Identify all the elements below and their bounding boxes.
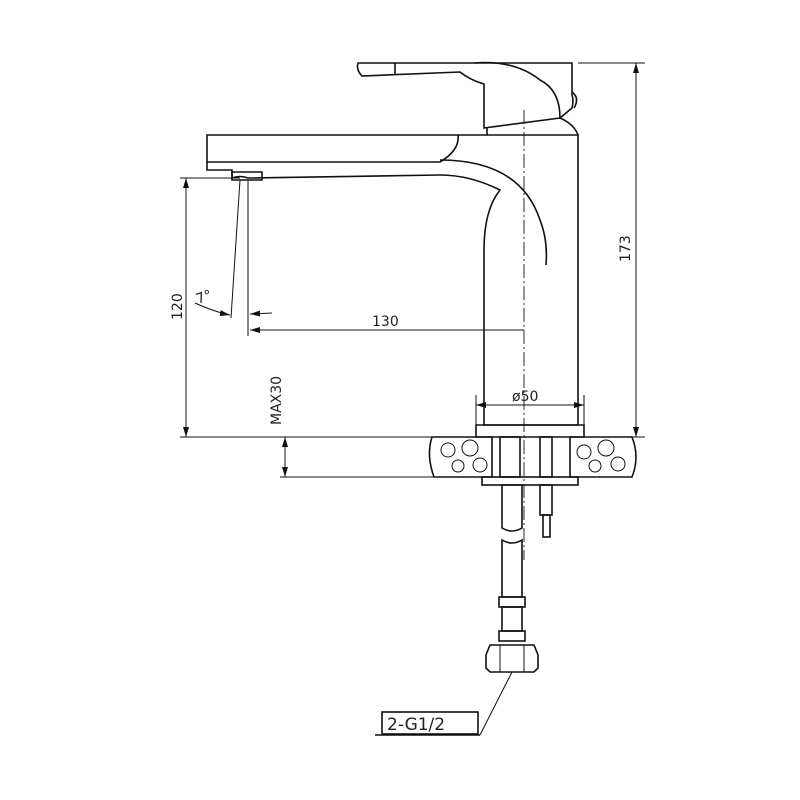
label-body-diameter: ø50 <box>512 389 538 405</box>
cartridge-dome <box>486 117 579 136</box>
label-spout-angle: 7° <box>194 287 214 307</box>
dimension-counter-thickness: MAX30 <box>269 376 288 477</box>
label-spout-height: 120 <box>170 293 186 320</box>
dimension-body-diameter: ø50 <box>475 389 585 425</box>
connection-callout: 2-G1/2 <box>375 671 513 736</box>
label-total-height: 173 <box>618 235 634 262</box>
countertop-section <box>180 436 645 478</box>
label-connection: 2-G1/2 <box>387 715 445 735</box>
dimension-total-height: 173 <box>578 62 645 437</box>
lever-handle <box>356 61 578 129</box>
dimension-spout-reach: 130 <box>250 314 524 333</box>
dimension-spout-angle: 7° <box>194 179 273 336</box>
spout <box>206 134 579 426</box>
dimension-spout-height: 120 <box>170 177 240 437</box>
label-counter-thickness: MAX30 <box>269 376 285 425</box>
base-flange <box>475 424 585 438</box>
braided-hose <box>485 484 539 673</box>
label-spout-reach: 130 <box>372 314 399 330</box>
mounting-assembly <box>481 436 579 538</box>
